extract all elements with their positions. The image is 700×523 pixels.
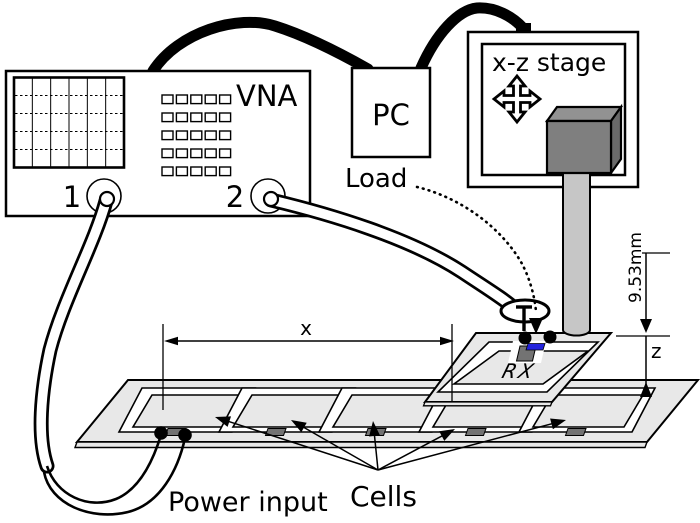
- power-input-terminal-dot: [178, 428, 192, 442]
- vna-button: [204, 94, 217, 105]
- port2-cable: [262, 190, 522, 316]
- rx-label: RX: [499, 359, 538, 383]
- vna-button: [175, 166, 189, 177]
- stage-label: x-z stage: [492, 48, 606, 77]
- rx-plate: RX: [422, 332, 614, 407]
- port1-label: 1: [63, 180, 81, 214]
- port1-pin: [98, 190, 116, 208]
- cube-front-face: [545, 119, 613, 175]
- dim-h-arrow-down: [640, 319, 652, 333]
- probe-contact-dot: [518, 331, 532, 345]
- rx-plate-edge: [422, 401, 553, 407]
- cell-arrow-head: [369, 421, 380, 437]
- vna-button: [161, 148, 174, 159]
- cell-arrow-line: [373, 431, 379, 471]
- dim-x-arrow-right: [440, 336, 454, 346]
- cell-array-board: [74, 379, 700, 449]
- cell-arrow-head: [291, 420, 307, 433]
- move-icon: [491, 73, 543, 125]
- cell-arrow-head: [215, 416, 231, 427]
- vna-button: [204, 130, 217, 141]
- load-pointer-dotted-line: [415, 185, 538, 314]
- pc-label: PC: [372, 98, 410, 132]
- cell-arrow-line: [300, 424, 379, 471]
- vna-button: [175, 94, 189, 105]
- cable-pc-to-stage: [415, 2, 529, 74]
- coax1-core: [36, 196, 111, 471]
- port2-pin: [262, 190, 280, 208]
- vna-instrument: VNA 1 2: [4, 69, 312, 218]
- cable-vna-to-pc: [147, 16, 374, 77]
- vna-screen-grid: [15, 78, 123, 167]
- cell-arrow-head: [439, 429, 455, 441]
- vna-button: [175, 148, 189, 159]
- cell-arrow-line: [377, 422, 556, 471]
- power-wire-a: [45, 434, 163, 504]
- cell-interior: [531, 394, 645, 428]
- vna-button: [190, 130, 203, 141]
- port1-cable: [33, 190, 192, 516]
- vna-button: [204, 166, 217, 177]
- vna-label: VNA: [236, 79, 298, 113]
- dimension-z: z: [640, 336, 662, 397]
- dim-height-label: 9.53mm: [626, 232, 646, 303]
- power-input-label: Power input: [168, 487, 328, 518]
- cell-arrow-line: [377, 433, 446, 471]
- vna-button: [190, 166, 203, 177]
- board-edge-thickness: [74, 441, 648, 449]
- stage-rod: [562, 169, 591, 337]
- rx-coil-inner: [451, 350, 591, 385]
- cell-arrow-line: [225, 419, 379, 471]
- vna-button: [175, 112, 189, 123]
- press-arrow-icon: [529, 318, 543, 334]
- cell-feed-tab: [564, 428, 587, 436]
- pc-instrument: PC: [350, 66, 432, 159]
- dim-x-arrow-left: [164, 336, 178, 346]
- vna-button: [218, 112, 232, 123]
- vna-button: [190, 112, 203, 123]
- vna-button-grid: [161, 94, 232, 177]
- probe-contact-dot: [543, 330, 557, 344]
- port2-label: 2: [226, 180, 244, 214]
- vna-button: [218, 166, 232, 177]
- dimension-x: x: [162, 316, 454, 410]
- dim-x-label: x: [300, 316, 312, 340]
- power-input-terminal-dot: [154, 426, 168, 440]
- coax2-core: [266, 195, 519, 313]
- cube-top-face: [544, 105, 624, 123]
- vna-button: [218, 94, 232, 105]
- cells-group: [117, 387, 657, 436]
- cell-arrow-head: [550, 418, 566, 430]
- load-chip: [525, 343, 546, 351]
- vna-button: [190, 94, 203, 105]
- vna-button: [161, 112, 174, 123]
- vna-button: [204, 148, 217, 159]
- vna-button: [161, 94, 174, 105]
- stage-cube: [544, 103, 624, 177]
- vna-button: [161, 130, 174, 141]
- stage-cable-stub: [516, 23, 531, 33]
- vna-button: [218, 148, 232, 159]
- vna-button: [161, 166, 174, 177]
- cell-feed-tab: [464, 428, 487, 436]
- dimension-height: 9.53mm: [616, 232, 670, 337]
- pc-box: [350, 66, 432, 159]
- dim-z-label: z: [651, 339, 662, 363]
- vna-button: [204, 112, 217, 123]
- cell-pointer-arrows: [215, 416, 566, 471]
- vna-button: [190, 148, 203, 159]
- vna-button: [175, 130, 189, 141]
- load-label: Load: [345, 164, 407, 194]
- vna-button: [218, 130, 232, 141]
- power-wire-b: [42, 437, 187, 516]
- cells-label: Cells: [350, 480, 417, 513]
- measurement-probe: [415, 185, 557, 351]
- dim-z-arrow-up: [640, 382, 652, 397]
